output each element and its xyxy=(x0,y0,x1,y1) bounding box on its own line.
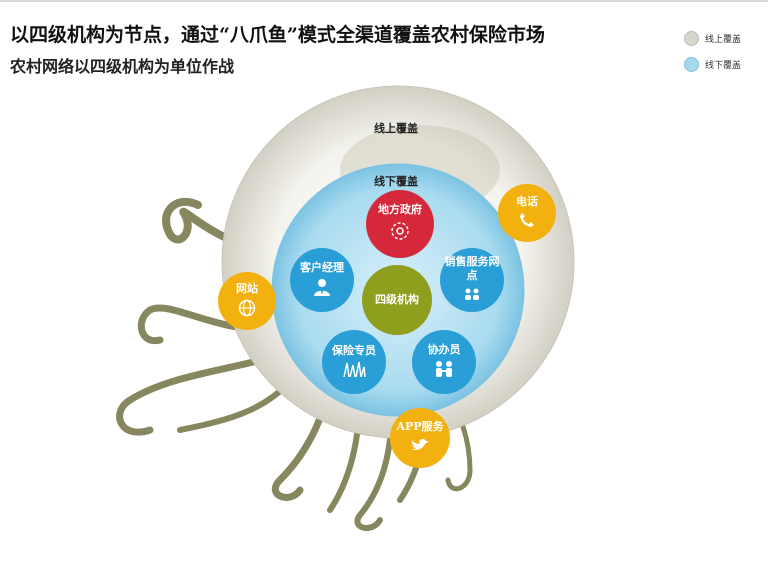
globe-icon xyxy=(238,299,256,321)
channel-phone[interactable]: 电话 xyxy=(498,184,556,242)
node-account-manager-label: 客户经理 xyxy=(300,260,344,274)
page-title: 以四级机构为节点，通过“八爪鱼”模式全渠道覆盖农村保险市场 xyxy=(10,24,545,46)
legend-label-offline: 线下覆盖 xyxy=(705,60,742,71)
top-border xyxy=(0,0,768,2)
channel-website[interactable]: 网站 xyxy=(218,272,276,330)
legend-label-online: 线上覆盖 xyxy=(705,34,742,45)
people-exchange-icon xyxy=(463,286,481,305)
phone-icon xyxy=(519,212,535,232)
legend-item-offline: 线下覆盖 xyxy=(684,51,741,77)
node-insurance-specialist[interactable]: 保险专员 xyxy=(322,330,386,394)
businessman-icon xyxy=(313,278,331,300)
channel-app-service-label: APP服务 xyxy=(396,419,444,433)
node-assistant-label: 协办员 xyxy=(427,342,461,356)
bird-icon xyxy=(410,437,430,457)
center-node-label: 四级机构 xyxy=(375,293,419,306)
legend: 线上覆盖 线下覆盖 xyxy=(684,25,741,77)
channel-website-label: 网站 xyxy=(236,281,258,295)
legend-swatch-online xyxy=(684,30,699,46)
offline-ring-label: 线下覆盖 xyxy=(374,175,418,188)
channel-app-service[interactable]: APP服务 xyxy=(390,408,450,468)
grass-icon xyxy=(342,361,366,381)
center-node-fourth-level-org[interactable]: 四级机构 xyxy=(362,265,432,335)
gear-network-icon xyxy=(389,220,411,246)
node-account-manager[interactable]: 客户经理 xyxy=(290,248,354,312)
node-insurance-specialist-label: 保险专员 xyxy=(332,343,376,357)
node-sales-service-outlet-label: 销售服务网点 xyxy=(444,255,500,282)
handshake-people-icon xyxy=(434,360,454,382)
node-sales-service-outlet[interactable]: 销售服务网点 xyxy=(440,248,504,312)
node-local-government-label: 地方政府 xyxy=(378,202,422,216)
legend-swatch-offline xyxy=(684,56,699,72)
channel-phone-label: 电话 xyxy=(516,194,538,208)
node-assistant[interactable]: 协办员 xyxy=(412,330,476,394)
online-ring-label: 线上覆盖 xyxy=(374,122,418,135)
page-subtitle: 农村网络以四级机构为单位作战 xyxy=(10,57,235,76)
legend-item-online: 线上覆盖 xyxy=(684,25,741,51)
node-local-government[interactable]: 地方政府 xyxy=(366,190,434,258)
